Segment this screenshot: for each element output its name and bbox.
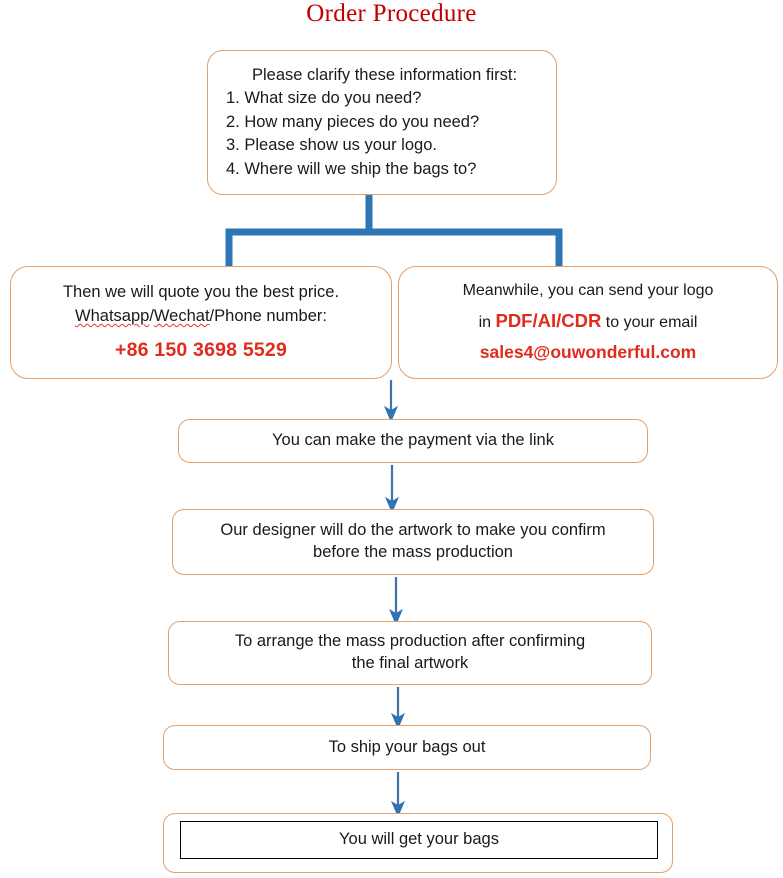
logo-text-block: Meanwhile, you can send your logo in PDF…	[399, 283, 777, 362]
quote-line-1: Then we will quote you the best price.	[62, 282, 340, 301]
final-text: You will get your bags	[339, 830, 499, 849]
payment-text: You can make the payment via the link	[272, 431, 554, 450]
quote-phone-label: /Phone number:	[209, 306, 327, 325]
page-title: Order Procedure	[306, 0, 477, 27]
phone-number[interactable]: +86 150 3698 5529	[114, 338, 288, 361]
final-inner-frame: You will get your bags	[180, 821, 658, 859]
node-arrange-production[interactable]: To arrange the mass production after con…	[168, 621, 652, 685]
arrange-line-1: To arrange the mass production after con…	[234, 632, 586, 651]
node-ship-bags[interactable]: To ship your bags out	[163, 725, 651, 770]
clarify-heading: Please clarify these information first:	[252, 65, 518, 84]
clarify-item-2: 2. How many pieces do you need?	[226, 112, 480, 131]
node-send-logo[interactable]: Meanwhile, you can send your logo in PDF…	[398, 266, 778, 379]
node-clarify-information[interactable]: Please clarify these information first: …	[207, 50, 557, 195]
clarify-item-3: 3. Please show us your logo.	[226, 136, 437, 155]
quote-text-block: Then we will quote you the best price. W…	[11, 281, 391, 364]
quote-separator: /	[149, 306, 154, 325]
designer-line-1: Our designer will do the artwork to make…	[220, 521, 606, 540]
quote-whatsapp-word: Whatsapp	[75, 306, 150, 325]
ship-text: To ship your bags out	[328, 737, 486, 756]
splitter-connector	[225, 195, 563, 267]
arrange-line-2: the final artwork	[351, 654, 469, 672]
logo-line-2-prefix: in	[478, 314, 496, 332]
file-formats: PDF/AI/CDR	[495, 310, 602, 332]
quote-line-2: Whatsapp/Wechat/Phone number:	[11, 305, 391, 329]
node-designer-artwork[interactable]: Our designer will do the artwork to make…	[172, 509, 654, 575]
logo-line-1: Meanwhile, you can send your logo	[462, 282, 714, 300]
logo-line-2: in PDF/AI/CDR to your email	[399, 312, 777, 331]
clarify-item-1: 1. What size do you need?	[226, 89, 422, 108]
email-address[interactable]: sales4@ouwonderful.com	[479, 342, 697, 363]
node-make-payment[interactable]: You can make the payment via the link	[178, 419, 648, 463]
clarify-item-4: 4. Where will we ship the bags to?	[226, 159, 477, 178]
quote-wechat-word: Wechat	[153, 306, 210, 325]
arrange-text-block: To arrange the mass production after con…	[169, 631, 651, 675]
logo-line-2-suffix: to your email	[601, 314, 698, 332]
clarify-text-block: Please clarify these information first: …	[208, 64, 556, 181]
designer-line-2: before the mass production	[313, 543, 513, 561]
node-get-bags[interactable]: You will get your bags	[163, 813, 673, 873]
node-quote-price[interactable]: Then we will quote you the best price. W…	[10, 266, 392, 379]
designer-text-block: Our designer will do the artwork to make…	[173, 520, 653, 564]
